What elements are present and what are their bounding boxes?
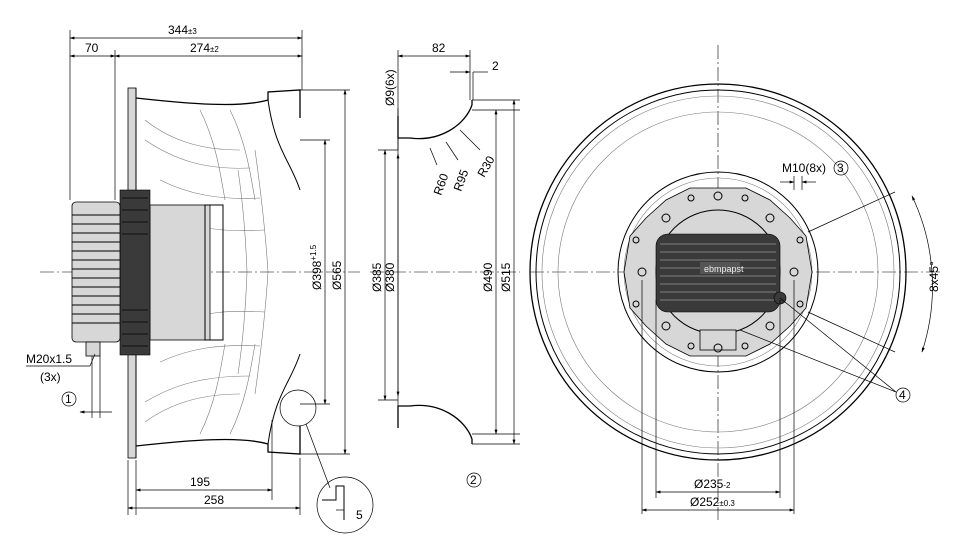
outer-diameter-label: Ø565 [330, 260, 344, 290]
callout-1 [61, 391, 77, 407]
dim-195-label: 195 [190, 475, 210, 489]
front-view: ebmpapst M10(8x) 3 8x45° [529, 45, 941, 520]
side-view: 344±3 70 274±2 [26, 23, 374, 534]
holes-label: Ø9(6x) [383, 69, 397, 106]
svg-text:2: 2 [470, 473, 477, 487]
motor-length-label: 70 [85, 41, 99, 55]
r60-label: R60 [431, 171, 452, 197]
offset-label: 2 [492, 59, 499, 73]
svg-text:3: 3 [837, 161, 844, 175]
callout-2 [466, 472, 482, 488]
d490-label: Ø490 [481, 262, 495, 292]
angle-label: 8x45° [927, 261, 941, 292]
brand-label: ebmpapst [704, 264, 744, 274]
nozzle-view: 82 2 Ø9(6x) R60 R95 R30 Ø385 Ø380 Ø490 [370, 41, 520, 488]
thread-label: M10(8x) [782, 161, 826, 175]
dim-258-label: 258 [204, 493, 224, 507]
d385-label: Ø385 [370, 262, 384, 292]
overall-length-label: 344±3 [168, 23, 197, 37]
r30-label: R30 [474, 153, 497, 179]
callout-4 [895, 387, 911, 403]
inlet-diameter-label: Ø398+1.5 [309, 244, 324, 290]
nozzle-width-label: 82 [432, 41, 446, 55]
d515-label: Ø515 [499, 262, 513, 292]
bolt-circle-label: Ø235-2 [694, 477, 731, 491]
detail-dim-label: 5 [356, 508, 363, 522]
impeller-length-label: 274±2 [190, 41, 219, 55]
svg-text:1: 1 [65, 392, 72, 406]
cable-gland-qty: (3x) [40, 370, 61, 384]
d380-label: Ø380 [383, 262, 397, 292]
cable-gland-label: M20x1.5 [26, 352, 72, 366]
callout-3 [833, 160, 849, 176]
svg-text:4: 4 [899, 388, 906, 402]
r95-label: R95 [451, 167, 472, 193]
outer-bolt-circle-label: Ø252±0.3 [690, 495, 735, 509]
